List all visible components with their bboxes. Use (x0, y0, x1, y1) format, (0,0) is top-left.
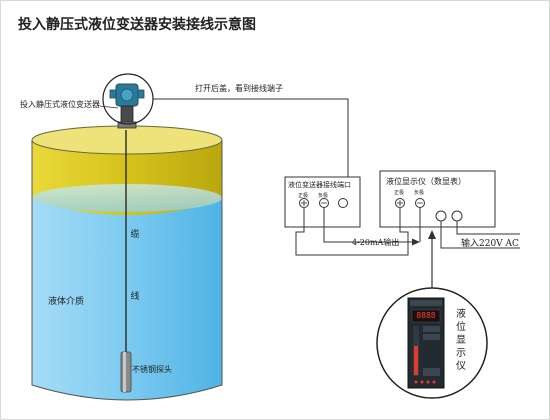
meter-led-2 (420, 380, 424, 384)
signal-label: 4-20mA输出 (352, 238, 400, 247)
cable-label-top: 缆 (130, 230, 140, 240)
meter-led-1 (414, 380, 418, 384)
meter-led-4 (432, 380, 436, 384)
probe-label: 不锈钢探头 (132, 365, 172, 374)
callout-leader (153, 98, 349, 178)
tank-outline (31, 140, 223, 401)
display-pos-label: 正极 (394, 190, 405, 196)
probe-highlight (123, 352, 126, 392)
meter-header (410, 300, 442, 306)
power-terminal-2 (451, 210, 463, 222)
terminal-spare-screw (338, 198, 348, 208)
meter-screen (411, 309, 441, 323)
tank-liquid (32, 195, 222, 400)
diagram-title: 投入静压式液位变送器安装接线示意图 (18, 17, 256, 33)
meter-side-label: 液位显示仪 (456, 309, 466, 372)
tank-rim (31, 125, 223, 155)
meter-led-3 (426, 380, 430, 384)
wire-power-2 (456, 221, 520, 235)
wire-signal (323, 208, 400, 243)
transmitter-head (109, 83, 145, 129)
meter-buttons (423, 368, 440, 376)
open-cover-label: 打开后盖，看到接线端子 (195, 84, 283, 93)
wire-positive (295, 208, 409, 256)
meter-bargraph (414, 346, 418, 375)
cable-label-bottom: 线 (130, 292, 140, 302)
power-label: 输入220V AC (461, 239, 519, 249)
transmitter-pointer (99, 105, 119, 109)
wire-power-1 (440, 221, 455, 249)
power-terminal-1 (435, 210, 447, 222)
terminal-box-title: 液位变送器接线端口 (288, 181, 351, 189)
meter-panel-2 (423, 334, 440, 340)
meter-readout: 8888 (416, 311, 436, 320)
tank (31, 125, 223, 401)
liquid-label: 液体介质 (48, 297, 85, 307)
liquid-surface (32, 184, 222, 212)
display-neg-label: 负极 (414, 190, 425, 196)
display-box-title: 液位显示仪（数显表） (386, 177, 466, 186)
terminal-pos-label: 正极 (298, 193, 309, 199)
transmitter-label: 投入静压式液位变送器 (20, 100, 100, 109)
meter-panel-1 (423, 326, 440, 332)
terminal-neg-label: 负极 (318, 193, 329, 199)
